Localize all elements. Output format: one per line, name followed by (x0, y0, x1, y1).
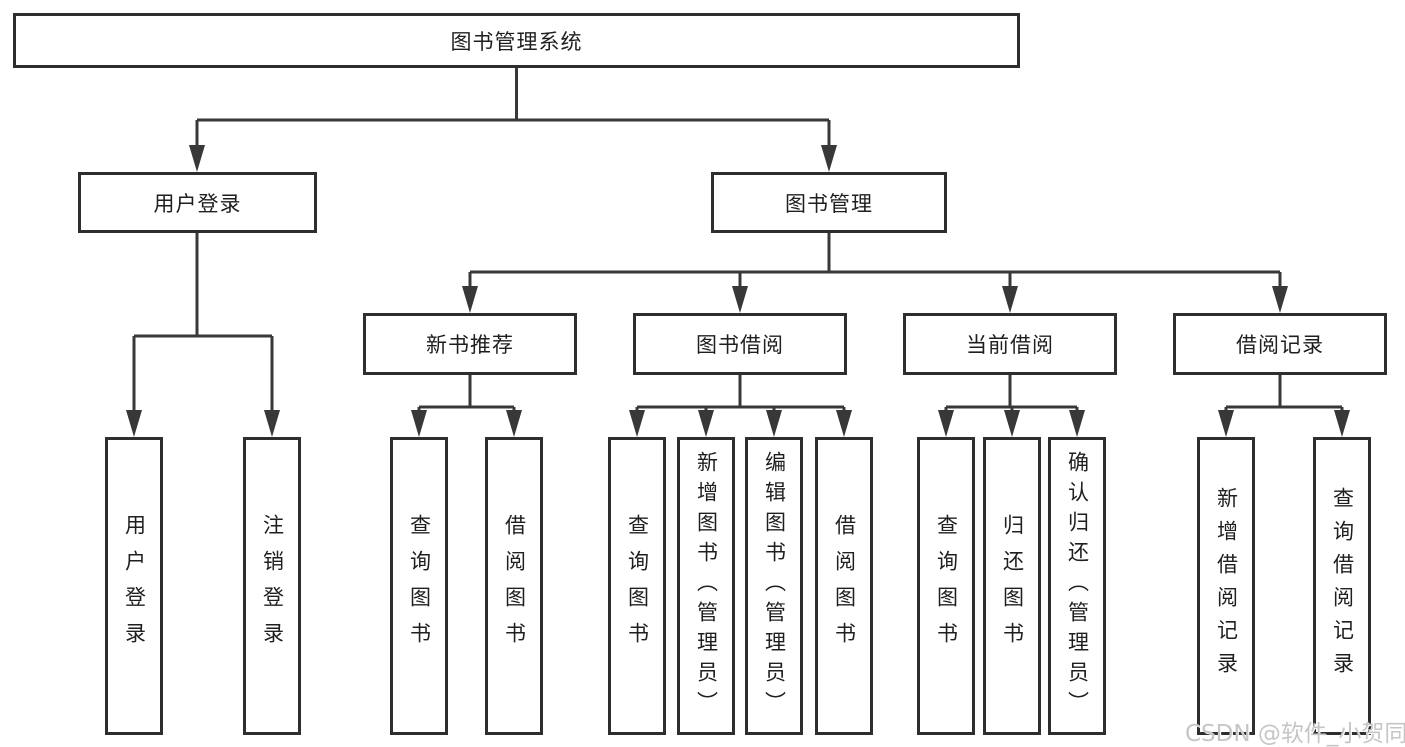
node-label: 注销登录 (260, 514, 285, 658)
leaf-edit-books-admin: 编辑图书（管理员） (745, 437, 803, 735)
node-label: 借阅记录 (1236, 333, 1324, 357)
leaf-borrow-books: 借阅图书 (815, 437, 873, 735)
leaf-query-books-current: 查询图书 (917, 437, 975, 735)
leaf-query-borrow-record: 查询借阅记录 (1313, 437, 1371, 735)
node-label: 用户登录 (153, 191, 242, 216)
node-label: 用户登录 (122, 514, 147, 658)
leaf-return-books: 归还图书 (983, 437, 1041, 735)
leaf-borrow-books-recommend: 借阅图书 (485, 437, 543, 735)
node-label: 编辑图书（管理员） (762, 451, 787, 721)
node-label: 归还图书 (1000, 514, 1025, 658)
node-book-borrowing: 图书借阅 (633, 313, 847, 375)
csdn-watermark: CSDN @软件_小贺同学 (1185, 721, 1405, 747)
leaf-query-books-borrow: 查询图书 (608, 437, 666, 735)
node-label: 图书管理系统 (450, 29, 583, 54)
leaf-logout: 注销登录 (243, 437, 301, 735)
leaf-confirm-return-admin: 确认归还（管理员） (1048, 437, 1106, 735)
node-label: 借阅图书 (502, 514, 527, 658)
node-label: 查询图书 (625, 514, 650, 658)
node-label: 借阅图书 (832, 514, 857, 658)
node-label: 查询借阅记录 (1330, 487, 1355, 685)
leaf-query-books-recommend: 查询图书 (390, 437, 448, 735)
node-label: 新增借阅记录 (1214, 487, 1239, 685)
node-borrowing-records: 借阅记录 (1173, 313, 1387, 375)
node-label: 图书管理 (785, 191, 873, 216)
leaf-add-borrow-record: 新增借阅记录 (1197, 437, 1255, 735)
node-label: 新书推荐 (426, 333, 514, 357)
node-label: 查询图书 (407, 514, 432, 658)
node-label: 确认归还（管理员） (1065, 451, 1090, 721)
node-book-management: 图书管理 (711, 172, 947, 233)
leaf-add-books-admin: 新增图书（管理员） (677, 437, 735, 735)
node-user-login: 用户登录 (78, 172, 317, 233)
node-label: 新增图书（管理员） (694, 451, 719, 721)
node-label: 查询图书 (934, 514, 959, 658)
node-label: 当前借阅 (966, 333, 1054, 357)
node-new-book-recommendation: 新书推荐 (363, 313, 577, 375)
node-library-system: 图书管理系统 (13, 13, 1020, 68)
node-current-borrowing: 当前借阅 (903, 313, 1117, 375)
leaf-user-login: 用户登录 (105, 437, 163, 735)
node-label: 图书借阅 (696, 333, 784, 357)
